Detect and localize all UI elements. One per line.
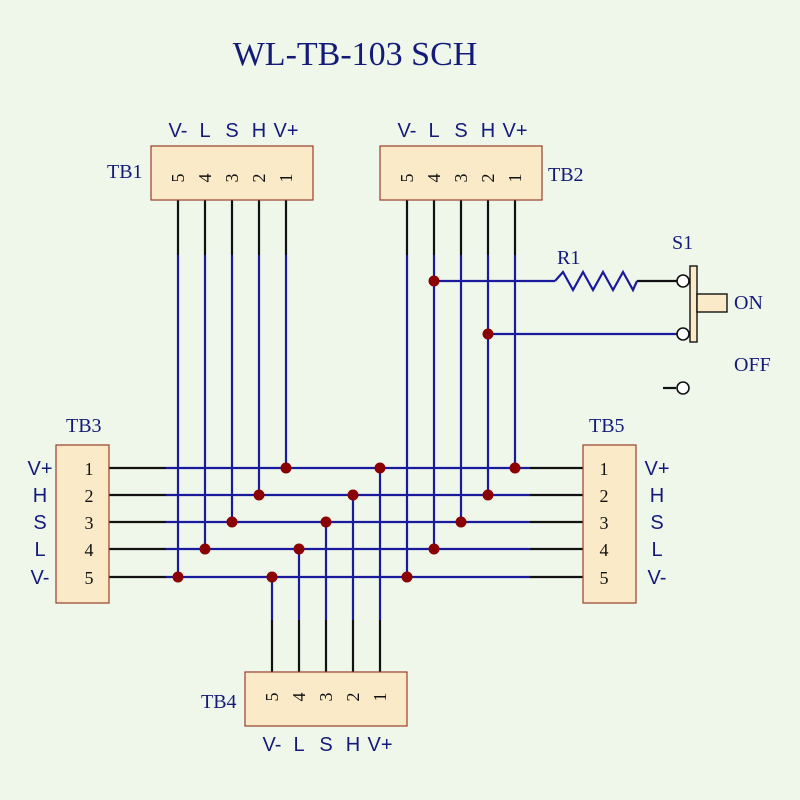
junction-dot xyxy=(428,543,440,555)
tb2-pin-label: V+ xyxy=(502,120,527,142)
tb3-pin-label: V- xyxy=(31,567,50,589)
junction-dot xyxy=(401,571,413,583)
tb2-pin-label: S xyxy=(454,120,467,142)
tb5-pin-label: V+ xyxy=(644,458,669,480)
switch-s1-contact xyxy=(676,327,690,341)
resistor-r1 xyxy=(554,269,639,293)
switch-on-label: ON xyxy=(734,292,763,314)
tb1-pin-number: 3 xyxy=(222,174,242,183)
tb4-pin-number: 5 xyxy=(262,693,282,702)
switch-s1-contact xyxy=(676,274,690,288)
tb4-pin-label: S xyxy=(319,734,332,756)
tb2-pin-number: 2 xyxy=(478,174,498,183)
tb3-pin-label: V+ xyxy=(27,458,52,480)
junction-dot xyxy=(482,328,494,340)
junction-dot xyxy=(455,516,467,528)
tb4-pin-label: L xyxy=(293,734,304,756)
tb4-pin-label: V+ xyxy=(367,734,392,756)
connector-tb5 xyxy=(582,444,637,604)
tb1-label: TB1 xyxy=(107,161,143,183)
tb2-pin-label: H xyxy=(481,120,495,142)
tb5-pin-label: V- xyxy=(648,567,667,589)
tb4-pin-number: 4 xyxy=(289,693,309,702)
r1-label: R1 xyxy=(557,247,580,269)
junction-dot xyxy=(320,516,332,528)
tb5-pin-number: 2 xyxy=(600,486,609,506)
tb5-label: TB5 xyxy=(589,415,625,437)
tb5-pin-number: 1 xyxy=(600,459,609,479)
tb5-pin-number: 3 xyxy=(600,513,609,533)
tb1-pin-number: 4 xyxy=(195,174,215,183)
junction-dot xyxy=(428,275,440,287)
tb1-pin-number: 5 xyxy=(168,174,188,183)
junction-dot xyxy=(266,571,278,583)
junction-dot xyxy=(482,489,494,501)
junction-dot xyxy=(280,462,292,474)
switch-s1-contact-off xyxy=(676,381,690,395)
tb5-pin-label: L xyxy=(651,539,662,561)
junction-dot xyxy=(509,462,521,474)
tb4-pin-number: 1 xyxy=(370,693,390,702)
tb1-pin-number: 2 xyxy=(249,174,269,183)
tb3-pin-number: 5 xyxy=(85,568,94,588)
switch-off-label: OFF xyxy=(734,354,771,376)
s1-label: S1 xyxy=(672,232,693,254)
tb3-pin-number: 2 xyxy=(85,486,94,506)
tb2-pin-label: V- xyxy=(398,120,417,142)
junction-dot xyxy=(293,543,305,555)
tb3-pin-label: H xyxy=(33,485,47,507)
tb3-pin-number: 3 xyxy=(85,513,94,533)
tb2-pin-number: 5 xyxy=(397,174,417,183)
tb3-pin-number: 1 xyxy=(85,459,94,479)
tb1-pin-label: H xyxy=(252,120,266,142)
tb5-pin-number: 4 xyxy=(600,540,609,560)
tb2-pin-label: L xyxy=(428,120,439,142)
tb1-pin-label: S xyxy=(225,120,238,142)
connector-tb4 xyxy=(244,671,408,727)
tb2-pin-number: 3 xyxy=(451,174,471,183)
tb4-pin-label: V- xyxy=(263,734,282,756)
schematic-title: WL-TB-103 SCH xyxy=(232,36,478,73)
tb3-pin-number: 4 xyxy=(85,540,94,560)
tb2-pin-number: 1 xyxy=(505,174,525,183)
connector-tb3 xyxy=(55,444,110,604)
junction-dot xyxy=(374,462,386,474)
junction-dot xyxy=(172,571,184,583)
tb1-pin-number: 1 xyxy=(276,174,296,183)
tb2-label: TB2 xyxy=(548,164,584,186)
tb5-pin-number: 5 xyxy=(600,568,609,588)
tb1-pin-label: V- xyxy=(169,120,188,142)
tb5-pin-label: S xyxy=(650,512,663,534)
tb1-pin-label: V+ xyxy=(273,120,298,142)
switch-s1-body xyxy=(689,265,698,343)
tb4-pin-number: 3 xyxy=(316,693,336,702)
tb5-pin-label: H xyxy=(650,485,664,507)
tb4-pin-label: H xyxy=(346,734,360,756)
tb3-label: TB3 xyxy=(66,415,102,437)
junction-dot xyxy=(199,543,211,555)
junction-dot xyxy=(253,489,265,501)
tb2-pin-number: 4 xyxy=(424,174,444,183)
tb4-label: TB4 xyxy=(201,691,237,713)
junction-dot xyxy=(347,489,359,501)
switch-s1-actuator xyxy=(696,293,728,313)
tb4-pin-number: 2 xyxy=(343,693,363,702)
junction-dot xyxy=(226,516,238,528)
tb1-pin-label: L xyxy=(199,120,210,142)
connector-tb1 xyxy=(150,145,314,201)
tb3-pin-label: S xyxy=(33,512,46,534)
connector-tb2 xyxy=(379,145,543,201)
tb3-pin-label: L xyxy=(34,539,45,561)
